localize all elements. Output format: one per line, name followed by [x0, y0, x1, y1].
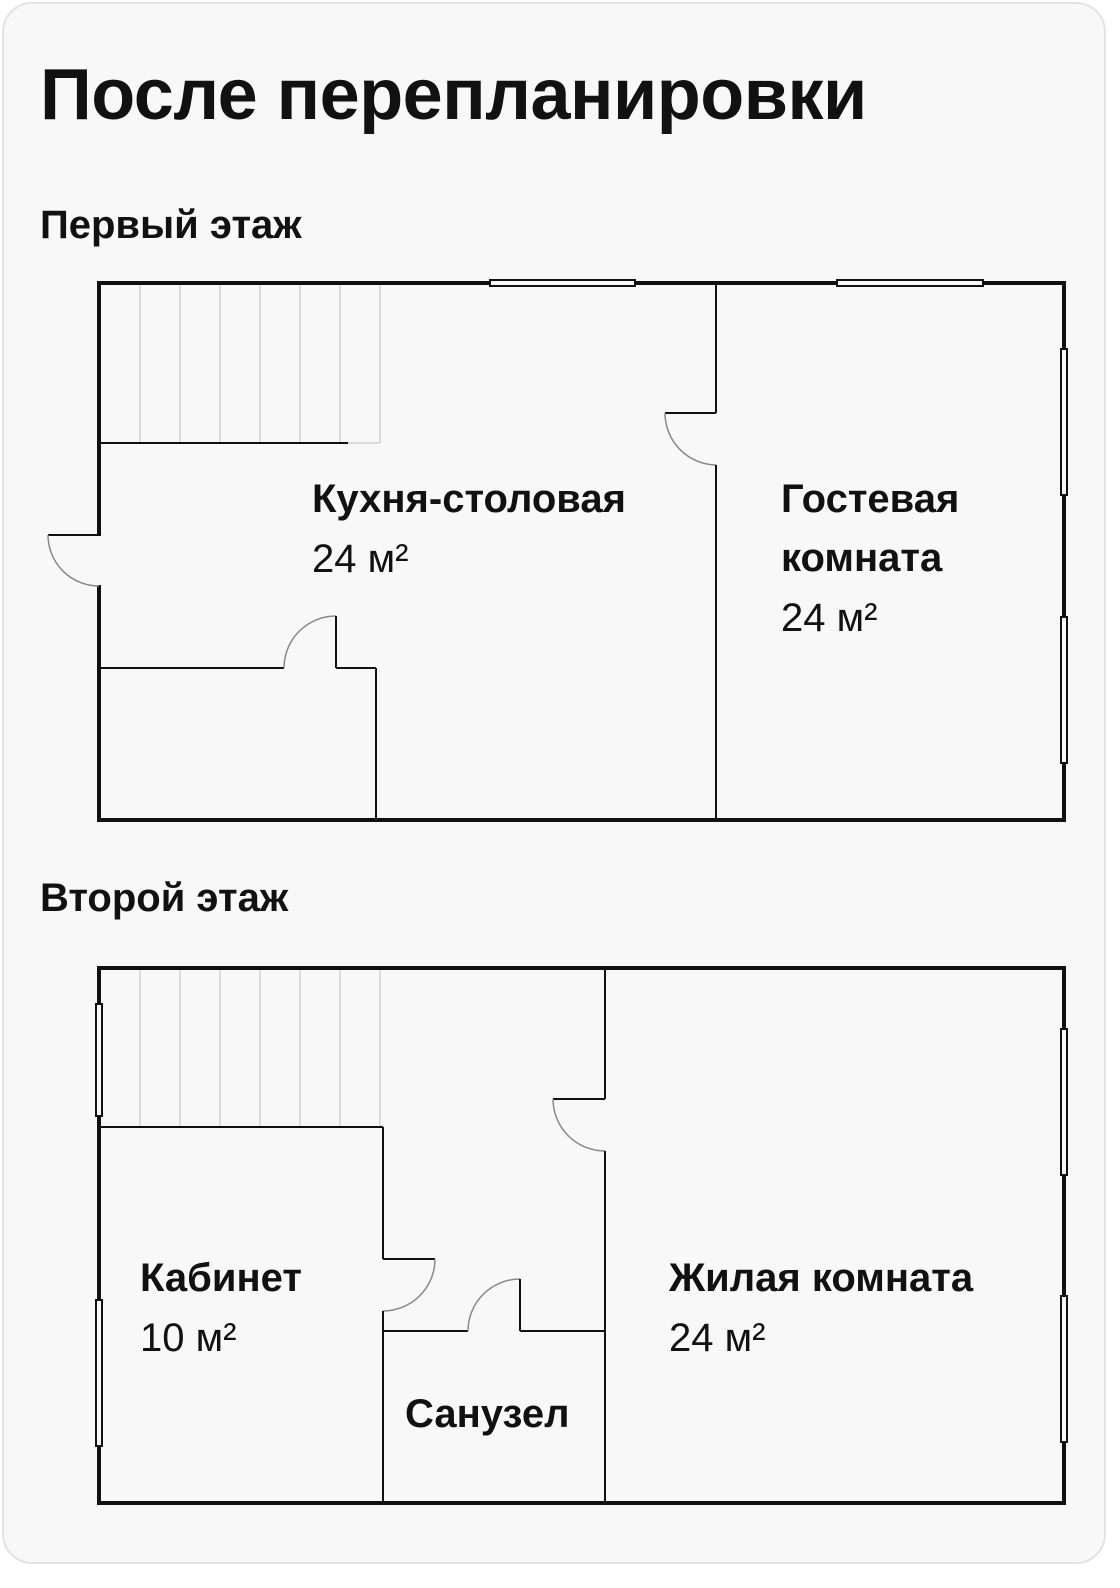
room-area-guest: 24 м²: [781, 596, 877, 640]
plan-card: [2, 2, 1106, 1564]
floor-2-label: Второй этаж: [40, 876, 289, 920]
floor-2-staircase: [100, 970, 383, 1128]
room-name-living: Жилая комната: [668, 1256, 974, 1300]
floor-1-window-right-lower: [1060, 616, 1068, 764]
floor-2-window-left-upper: [95, 1003, 103, 1117]
room-area-living: 24 м²: [669, 1316, 765, 1360]
floor-2-bathroom-walls: [383, 1278, 605, 1332]
floor-1-label: Первый этаж: [40, 203, 302, 247]
floor-1-partition: [664, 283, 717, 820]
floor-1-window-top-right: [836, 279, 984, 287]
room-name-kitchen: Кухня-столовая: [312, 477, 626, 521]
room-name-office: Кабинет: [140, 1256, 302, 1300]
floor-1-plan: Кухня-столовая 24 м² Гостевая комната 24…: [47, 279, 1068, 822]
floor-1-entrance-door: [47, 534, 100, 587]
floor-2-window-right-upper: [1060, 1028, 1068, 1176]
floor-2-outer-walls: [97, 966, 1066, 1505]
room-area-kitchen: 24 м²: [312, 537, 408, 581]
room-area-office: 10 м²: [140, 1316, 236, 1360]
room-name-guest-line1: Гостевая: [781, 477, 959, 521]
floor-2-plan: Кабинет 10 м² Санузел Жилая комната 24 м…: [95, 966, 1068, 1505]
floor-2-window-right-lower: [1060, 1295, 1068, 1443]
floor-1-staircase: [100, 284, 381, 444]
floor-1-window-right-upper: [1060, 348, 1068, 496]
room-name-guest-line2: комната: [781, 536, 943, 580]
floor-2-window-left-lower: [95, 1299, 103, 1447]
floor-1-small-room: [100, 615, 377, 820]
floor-2-office-partition: [382, 1127, 436, 1503]
page-title: После перепланировки: [40, 55, 867, 135]
floor-1-window-top-left: [489, 279, 636, 287]
room-name-bathroom: Санузел: [405, 1392, 570, 1436]
floor-2-living-partition: [552, 968, 606, 1503]
